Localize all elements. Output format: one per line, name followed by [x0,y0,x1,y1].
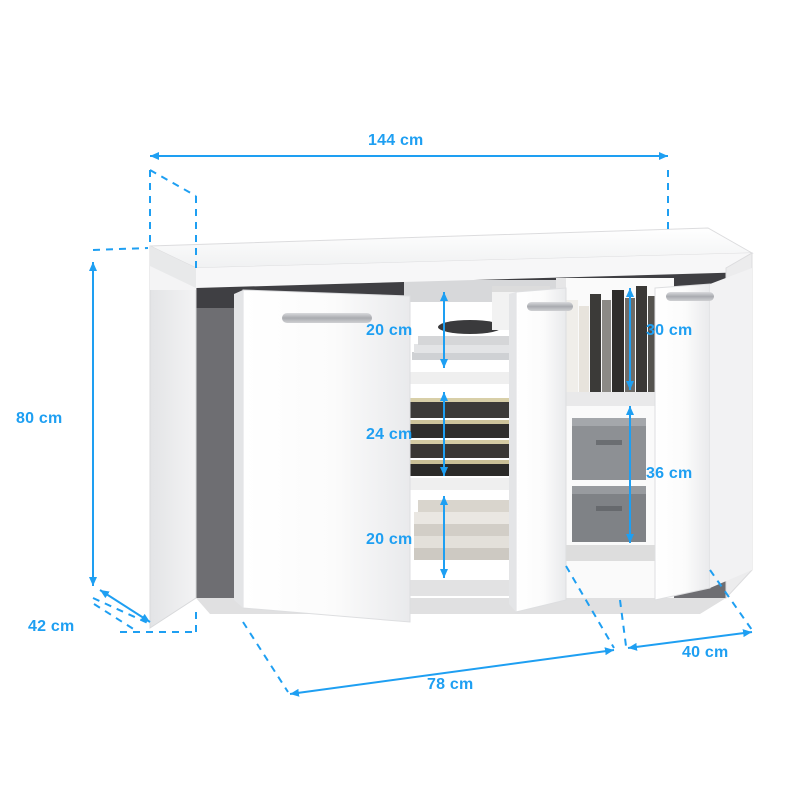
cabinet-top [149,227,754,288]
door-left [234,289,411,623]
door-handle-middle [527,302,573,311]
label-total-width: 144 cm [368,132,424,149]
label-shelf-24: 24 cm [366,426,413,443]
label-section-40: 40 cm [682,644,729,661]
door-handle-left [282,313,372,323]
label-section-78: 78 cm [427,676,474,693]
label-shelf-36: 36 cm [646,465,693,482]
door-right [654,268,752,601]
door-middle [509,287,573,613]
dim-line-section-78 [289,647,615,697]
label-shelf-20-top: 20 cm [366,322,413,339]
dim-line-depth [99,589,151,623]
label-total-depth: 42 cm [28,618,75,635]
dim-line-section-40 [627,629,753,651]
door-handle-right [666,292,714,301]
label-total-height: 80 cm [16,410,63,427]
label-shelf-20-bottom: 20 cm [366,531,413,548]
label-shelf-30: 30 cm [646,322,693,339]
